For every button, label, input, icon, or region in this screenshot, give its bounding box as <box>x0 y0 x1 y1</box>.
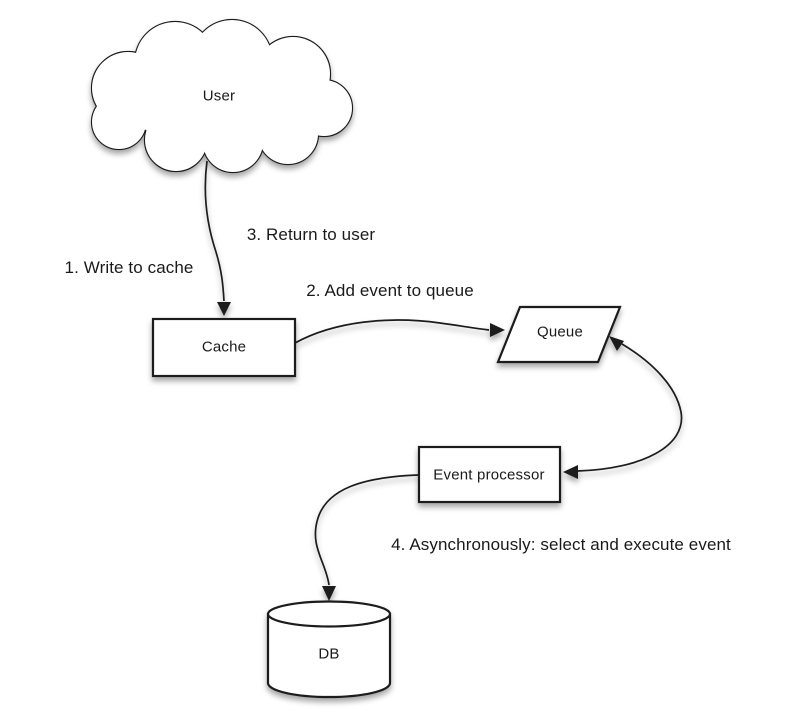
edge-label-add-event-to-queue: 2. Add event to queue <box>306 281 474 300</box>
edge-label-write-to-cache: 1. Write to cache <box>64 258 194 277</box>
node-user-label: User <box>202 87 236 105</box>
user-cloud-fill <box>92 20 352 172</box>
arrow-queue-event-processor <box>563 336 683 479</box>
queue-parallelogram <box>496 305 622 364</box>
arrow-cache-to-queue <box>294 319 505 344</box>
cache-box <box>151 317 297 378</box>
event-processor-box <box>417 445 562 504</box>
arrow-event-processor-to-db <box>314 474 420 601</box>
node-db-label: DB <box>318 645 340 663</box>
node-cache-label: Cache <box>201 338 247 356</box>
edge-label-return-to-user: 3. Return to user <box>246 225 376 244</box>
node-event-processor-label: Event processor <box>433 466 545 484</box>
arrow-user-to-cache <box>204 160 231 316</box>
db-cylinder <box>266 600 392 699</box>
edge-label-async-select-execute: 4. Asynchronously: select and execute ev… <box>391 535 731 554</box>
node-queue-label: Queue <box>536 323 584 341</box>
